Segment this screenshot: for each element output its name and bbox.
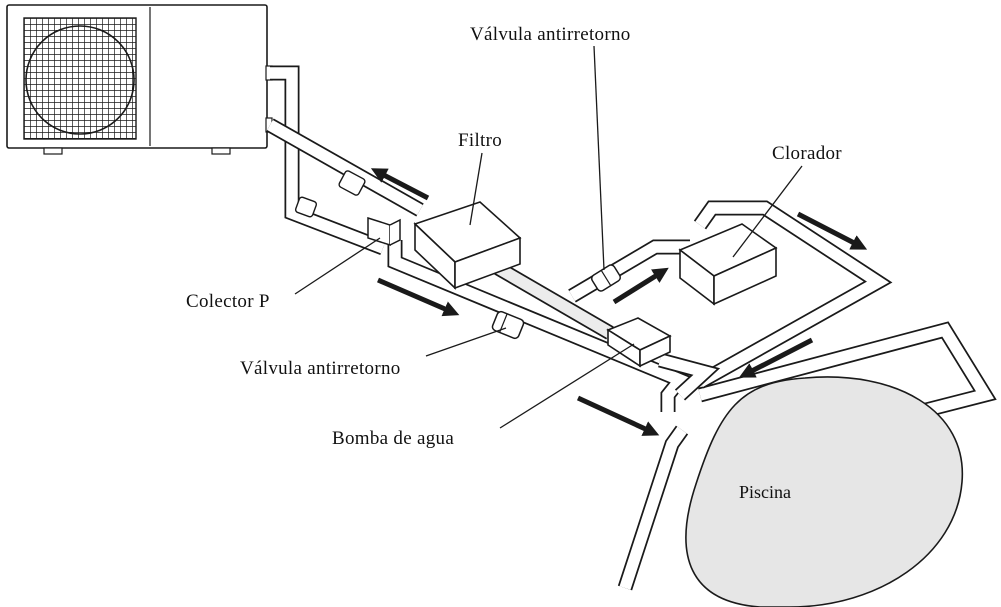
pump-label: Bomba de agua (332, 428, 454, 449)
water-pump-unit (606, 317, 672, 368)
leader-collector (294, 237, 381, 295)
unit-foot-right (211, 147, 231, 155)
fan-icon (25, 25, 135, 135)
flow-arrows (370, 168, 868, 436)
fan-grille-icon (23, 17, 137, 140)
couplings (294, 170, 622, 340)
unit-foot-left (43, 147, 63, 155)
leader-chlorinator (732, 165, 803, 258)
labels: Filtro Clorador Válvula antirretorno Col… (186, 24, 842, 449)
leader-lines (294, 45, 803, 429)
leader-check-valve-bottom (425, 327, 507, 357)
check-valve-top-label: Válvula antirretorno (470, 24, 631, 45)
chlorinator-label: Clorador (772, 143, 842, 164)
check-valve-top (590, 264, 622, 292)
chlorinator-unit (678, 223, 778, 306)
leader-pump (499, 343, 635, 429)
pool-deck (617, 321, 997, 591)
flow-arrow-icon (738, 337, 814, 378)
flow-arrow-icon (370, 168, 430, 201)
check-valve-bottom-label: Válvula antirretorno (240, 358, 401, 379)
flow-arrow-icon (576, 395, 660, 436)
coupling-upper (338, 170, 366, 196)
collector-p (367, 216, 401, 247)
flow-arrow-icon (796, 211, 868, 250)
filter-label: Filtro (458, 130, 502, 151)
pool-water (685, 376, 964, 607)
coupling-left (294, 196, 318, 218)
flow-arrow-icon (612, 267, 669, 305)
leader-check-valve-top (593, 45, 605, 271)
collector-label: Colector P (186, 291, 270, 312)
pool: Piscina (685, 376, 964, 607)
leader-filter (469, 152, 483, 226)
filter-unit (413, 201, 522, 290)
flow-arrow-icon (377, 277, 460, 317)
pool-label: Piscina (739, 482, 791, 502)
heat-pump-unit (6, 4, 273, 155)
